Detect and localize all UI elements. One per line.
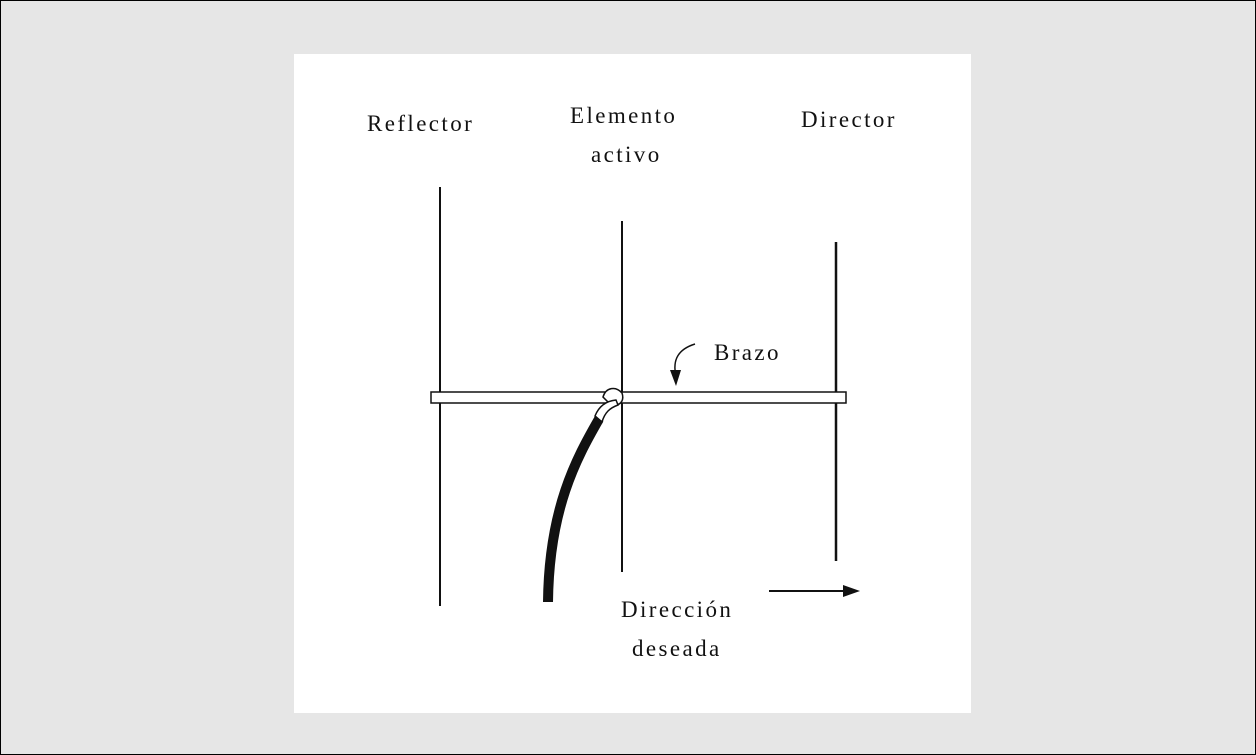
- feed-line: [543, 416, 604, 603]
- feed-junction: [594, 399, 619, 424]
- diagram-canvas: Reflector Elemento activo Director Brazo…: [294, 54, 971, 713]
- yagi-antenna-diagram: Reflector Elemento activo Director Brazo…: [367, 103, 897, 661]
- active-element-label-line1: Elemento: [570, 103, 677, 128]
- boom: [430, 391, 847, 404]
- direction-arrowhead: [843, 585, 860, 597]
- active-element-label-line2: activo: [591, 142, 662, 167]
- direction-label-line2: deseada: [632, 636, 722, 661]
- direction-label-line1: Dirección: [621, 597, 733, 622]
- boom-label: Brazo: [714, 340, 781, 365]
- boom-pointer-arrowhead: [670, 370, 681, 386]
- reflector-label: Reflector: [367, 111, 474, 136]
- director-label: Director: [801, 107, 897, 132]
